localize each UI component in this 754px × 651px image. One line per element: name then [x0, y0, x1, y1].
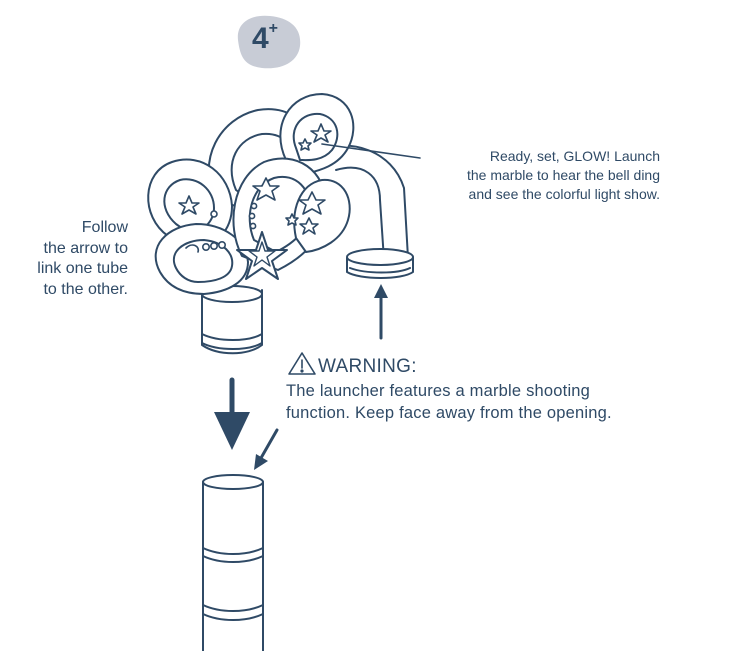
glow-instruction: Ready, set, GLOW! Launch the marble to h… — [420, 147, 660, 204]
age-badge: 4+ — [233, 20, 297, 56]
follow-line: to the other. — [43, 280, 128, 298]
star-icon — [298, 138, 312, 151]
age-badge-blob — [237, 15, 301, 69]
warning-title: WARNING: — [318, 356, 417, 377]
inner-star-icon — [248, 241, 276, 267]
glow-line: the marble to hear the bell ding — [466, 167, 660, 183]
star-decorations — [178, 123, 332, 280]
age-badge-plus: + — [268, 20, 279, 37]
star-icon — [298, 191, 326, 215]
star-icon — [285, 213, 299, 226]
follow-line: the arrow to — [43, 239, 128, 257]
warning-body: The launcher features a marble shooting … — [286, 381, 612, 424]
star-icon — [310, 123, 332, 143]
age-badge-number: 4 — [251, 22, 269, 55]
star-icon — [178, 195, 200, 215]
curved-tube — [317, 144, 414, 279]
launcher-base-tube — [201, 285, 263, 355]
follow-instruction: Follow the arrow to link one tube to the… — [10, 218, 128, 300]
callout-leader-line — [321, 143, 421, 159]
warning-line: function. Keep face away from the openin… — [286, 403, 612, 422]
follow-line: Follow — [81, 219, 128, 236]
arrow-up-icon — [374, 284, 388, 340]
star-icon — [299, 217, 319, 235]
glow-line: Ready, set, GLOW! Launch — [489, 148, 660, 164]
glow-line: and see the colorful light show. — [468, 186, 660, 202]
follow-line: link one tube — [37, 260, 128, 277]
star-icon — [252, 177, 280, 201]
warning-line: The launcher features a marble shooting — [286, 382, 591, 400]
flower-launcher — [147, 93, 355, 295]
lower-tube — [202, 474, 264, 651]
arrow-diagonal-icon — [254, 428, 279, 470]
arrow-down-icon — [214, 377, 250, 450]
warning-triangle-icon — [288, 352, 316, 375]
